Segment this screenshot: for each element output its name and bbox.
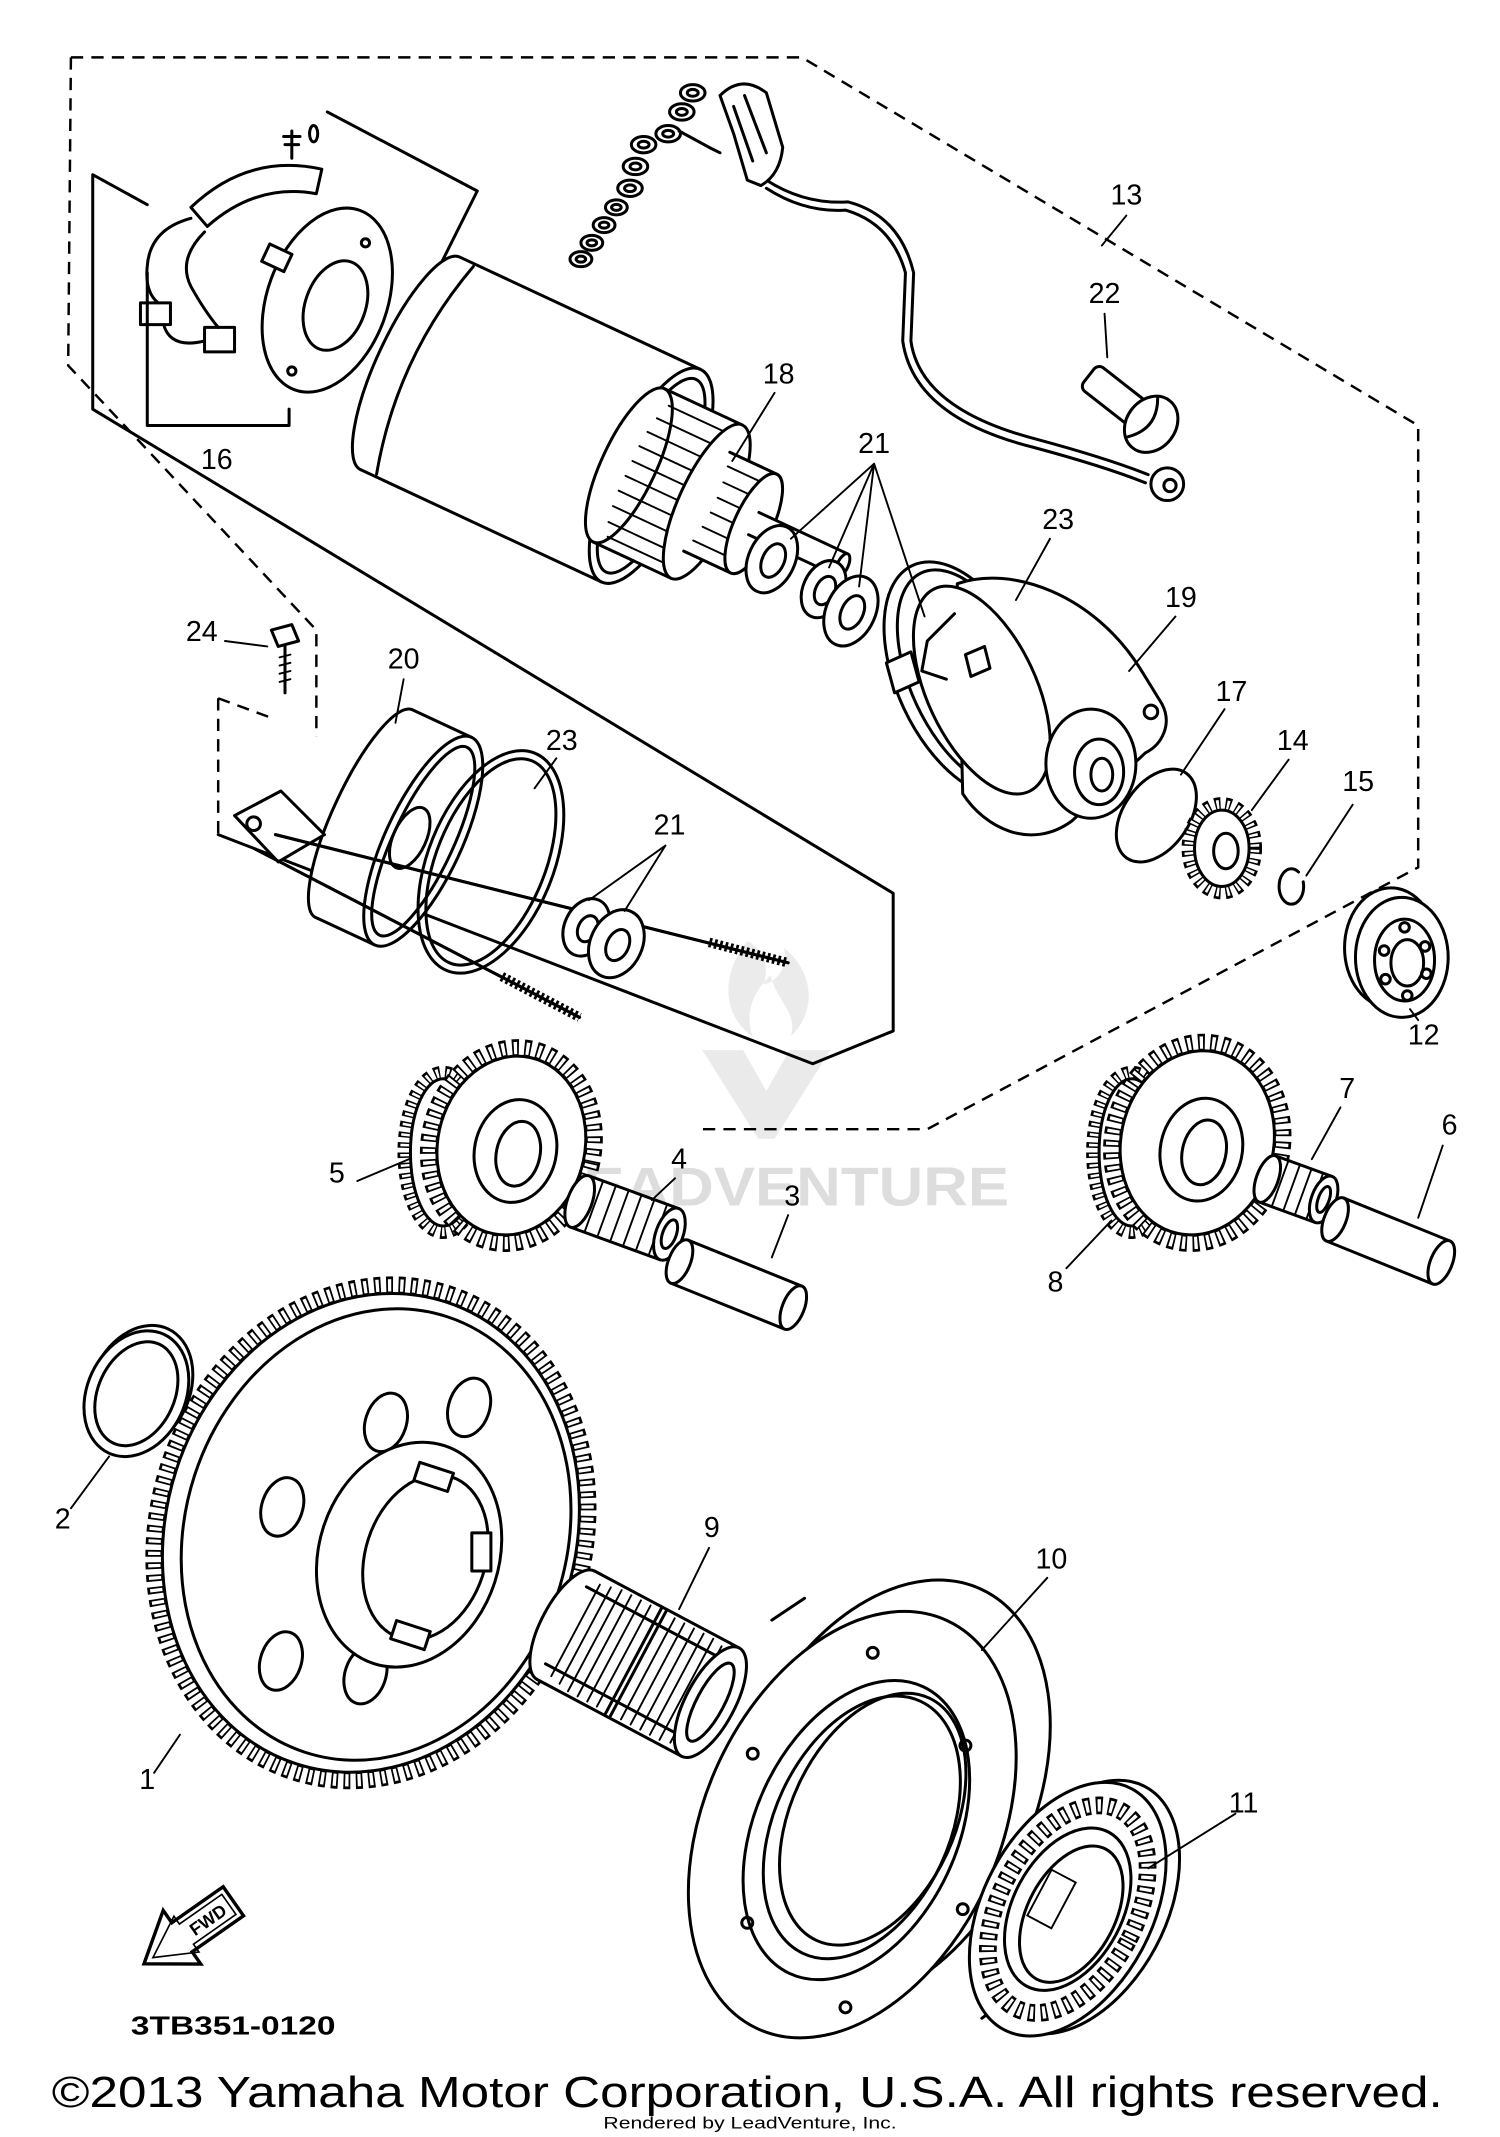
starter-front-cover <box>882 560 1168 837</box>
part-label-11: 11 <box>1229 1787 1259 1819</box>
lead-wire-boot-detail <box>732 94 768 163</box>
fwd-arrow-icon: FWD <box>141 1884 246 1966</box>
part-label-7: 7 <box>1339 1073 1355 1105</box>
starter-motor-dashed-outline-left <box>66 57 318 737</box>
bolt-dashed-bracket <box>216 697 271 835</box>
lead-wire-ring-hole <box>1162 477 1178 494</box>
starter-clutch-gear <box>145 1276 597 1790</box>
idler-gear-left <box>397 1039 603 1252</box>
part-label-6: 6 <box>1442 1110 1458 1142</box>
part-label-13: 13 <box>1110 180 1142 212</box>
assembly-outlines <box>66 56 1420 1131</box>
circlip <box>1277 867 1306 906</box>
part-label-8: 8 <box>1047 1266 1063 1298</box>
part-label-24: 24 <box>186 616 218 648</box>
thrust-washer <box>82 1323 195 1459</box>
starter-lead-wire <box>568 82 1186 503</box>
diagram-code: 3TB351-0120 <box>131 2013 336 2041</box>
part-label-9: 9 <box>704 1512 720 1544</box>
part-label-20: 20 <box>388 643 420 675</box>
watermark-v-mark <box>702 1050 831 1139</box>
one-way-clutch <box>967 1778 1182 2038</box>
part-label-1: 1 <box>139 1764 155 1796</box>
part-label-19: 19 <box>1165 582 1197 614</box>
part-labels: 13 22 18 21 16 23 19 24 20 23 17 14 15 2… <box>55 180 1458 1820</box>
starter-motor-dashed-outline <box>70 56 1420 1131</box>
bolt <box>269 623 301 695</box>
part-label-17: 17 <box>1215 676 1247 708</box>
part-label-16: 16 <box>201 444 233 476</box>
armature-shims-upper <box>744 524 880 648</box>
brush-holder-bracket <box>145 271 291 428</box>
motor-sub-assembly-outline <box>91 173 895 1066</box>
part-label-10: 10 <box>1035 1543 1067 1575</box>
through-bolts <box>252 833 790 1022</box>
watermark-flame-logo <box>728 941 809 1037</box>
copyright-notice: ©2013 Yamaha Motor Corporation, U.S.A. A… <box>52 2069 1443 2117</box>
terminal-nut-stack <box>568 83 722 269</box>
pinion-gear <box>1181 797 1263 900</box>
part-label-22: 22 <box>1089 278 1121 310</box>
o-ring <box>1114 767 1198 864</box>
brush-holder-plate <box>260 206 394 394</box>
part-label-21-lower: 21 <box>654 810 686 842</box>
idler-gear-right <box>1086 1033 1292 1252</box>
brush-holder-arc-plate <box>189 163 324 228</box>
lead-wire-terminal-boot <box>718 82 785 188</box>
part-label-2: 2 <box>55 1504 71 1536</box>
terminal-cover-cap <box>1080 365 1180 454</box>
armature-shims-lower <box>561 897 646 980</box>
small-washer <box>308 124 320 144</box>
leader-lines <box>69 214 1444 1870</box>
rear-cover-o-ring <box>416 749 566 975</box>
part-label-5: 5 <box>329 1157 345 1189</box>
watermark: LEADVENTURE <box>545 941 1009 1218</box>
lead-wire-cable <box>764 178 1150 477</box>
idler-shaft-left <box>664 1238 809 1332</box>
part-label-21-upper: 21 <box>858 428 890 460</box>
rendered-by-notice: Rendered by LeadVenture, Inc. <box>603 2115 896 2133</box>
brush-set-bracket-line <box>325 110 479 286</box>
needle-bearing-left <box>563 1174 687 1262</box>
part-label-12: 12 <box>1408 1020 1440 1052</box>
lead-wire-cable-edge <box>764 186 1147 485</box>
brush-lead-wires <box>145 216 220 345</box>
starter-motor-yoke-and-armature <box>350 254 852 585</box>
needle-bearing-cage <box>528 1568 748 1760</box>
part-label-4: 4 <box>671 1144 687 1176</box>
starter-clutch-housing <box>686 1578 1052 2040</box>
lead-wire-ring-terminal <box>1149 466 1186 503</box>
part-label-15: 15 <box>1342 766 1374 798</box>
part-label-14: 14 <box>1277 725 1309 757</box>
part-label-23-upper: 23 <box>1042 504 1074 536</box>
part-label-18: 18 <box>763 358 795 390</box>
part-label-3: 3 <box>784 1181 800 1213</box>
starter-rear-cover <box>233 707 485 948</box>
brush-holder-set <box>138 124 394 428</box>
idler-shaft-right <box>1320 1196 1457 1286</box>
part-label-23-lower: 23 <box>546 725 578 757</box>
bearing <box>1343 886 1450 1019</box>
